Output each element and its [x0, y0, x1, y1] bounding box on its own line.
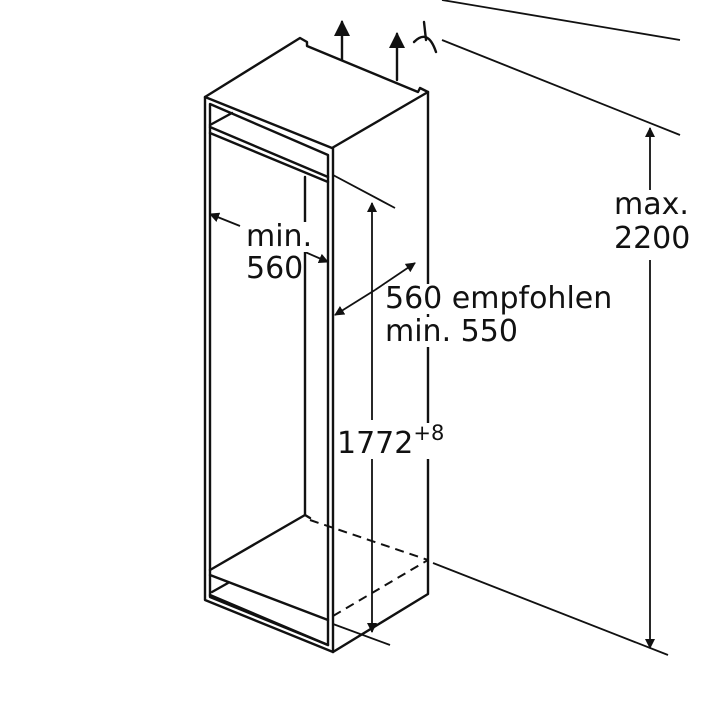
niche-height-label: 1772+8	[337, 421, 445, 461]
width-min-value: 560	[246, 251, 304, 286]
cabinet-top	[203, 36, 430, 150]
max-height-dimension	[432, 0, 681, 656]
width-dimension	[209, 212, 329, 263]
max-height-value: 2200	[614, 221, 691, 256]
depth-recommended-label: 560 empfohlen	[385, 281, 613, 316]
cabinet-right-side	[331, 90, 430, 654]
niche-height-value: 1772	[337, 426, 414, 461]
depth-dimension	[334, 262, 416, 316]
ceiling-symbol-icon	[412, 20, 438, 54]
cabinet-front-frame	[203, 95, 335, 654]
niche-height-tolerance: +8	[413, 421, 445, 445]
hidden-edges	[309, 519, 429, 617]
max-label: max.	[614, 187, 689, 222]
depth-min-label: min. 550	[385, 314, 518, 349]
niche-height-dimension	[332, 174, 396, 646]
width-min-label: min.	[246, 219, 313, 254]
